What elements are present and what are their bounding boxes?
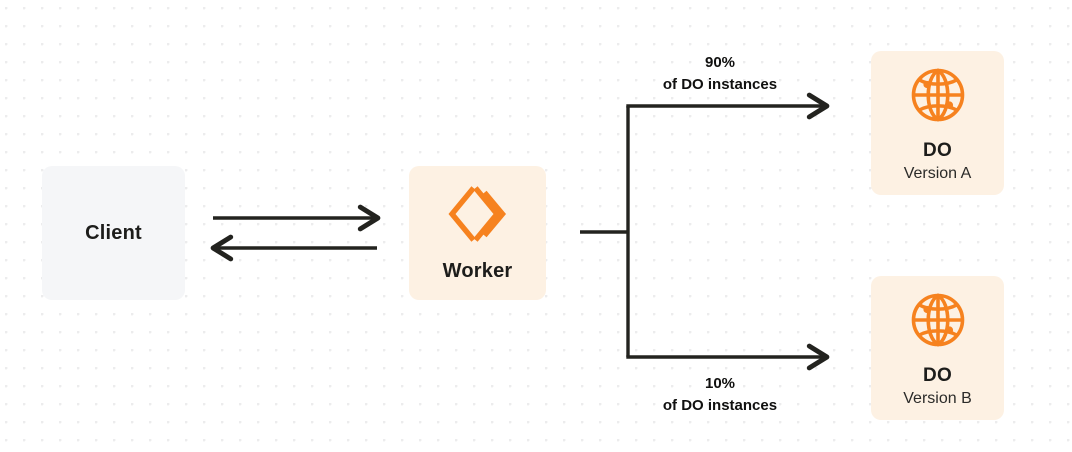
edge-label-do-a-percent: 90%: [704, 54, 736, 71]
node-do-version-a[interactable]: DO Version A: [871, 51, 1004, 195]
node-client[interactable]: Client: [42, 166, 185, 300]
edge-label-do-b: 10% of DO instances: [628, 373, 812, 417]
node-do-version-b[interactable]: DO Version B: [871, 276, 1004, 420]
edge-label-do-a-description: of DO instances: [662, 75, 778, 93]
node-do-b-label: DO: [922, 364, 953, 386]
edge-label-do-b-description: of DO instances: [662, 396, 778, 414]
node-do-b-sublabel: Version B: [903, 389, 972, 407]
edge-label-do-a: 90% of DO instances: [628, 52, 812, 96]
globe-icon: [907, 289, 969, 351]
node-worker-label: Worker: [442, 259, 513, 282]
node-do-a-sublabel: Version A: [903, 164, 972, 182]
node-client-label: Client: [85, 221, 142, 244]
edge-label-do-b-percent: 10%: [704, 375, 736, 392]
edge-worker-branch: [580, 92, 830, 371]
node-worker[interactable]: Worker: [409, 166, 546, 300]
globe-icon: [907, 64, 969, 126]
cloudflare-workers-icon: [446, 184, 510, 244]
node-do-a-label: DO: [922, 139, 953, 161]
